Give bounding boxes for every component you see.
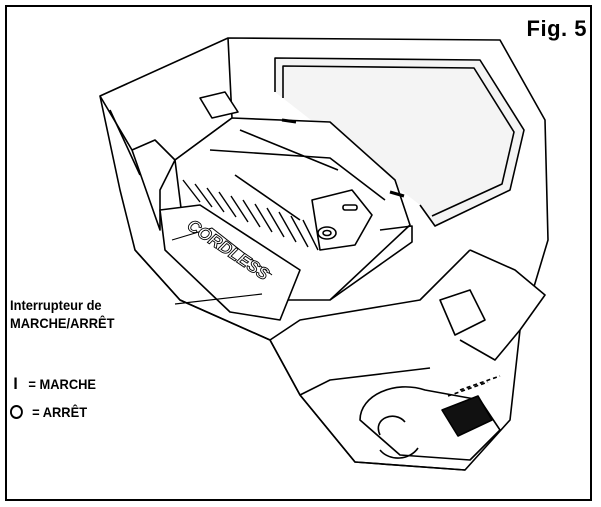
legend-off: = ARRÊT <box>10 404 87 420</box>
label-plate <box>159 204 301 321</box>
callout-line-2: MARCHE/ARRÊT <box>10 315 115 331</box>
figure-label: Fig. 5 <box>526 16 587 41</box>
legend-on-text: = MARCHE <box>28 376 97 392</box>
on-symbol-icon: I <box>13 374 18 393</box>
legend-off-text: = ARRÊT <box>32 404 88 420</box>
off-ring-icon <box>10 405 23 419</box>
switch-callout: Interrupteur de MARCHE/ARRÊT <box>10 296 114 332</box>
lid-recess <box>274 57 525 227</box>
connector-shadow <box>441 395 493 437</box>
top-tab <box>199 91 239 119</box>
switch-on-mark <box>342 204 358 211</box>
battery-ribs <box>182 179 319 251</box>
callout-leader <box>174 293 263 305</box>
callout-line-1: Interrupteur de <box>10 297 102 313</box>
legend-on: I = MARCHE <box>10 374 96 394</box>
right-bracket <box>459 249 546 361</box>
front-face <box>134 249 466 471</box>
switch-off-mark <box>317 226 337 240</box>
